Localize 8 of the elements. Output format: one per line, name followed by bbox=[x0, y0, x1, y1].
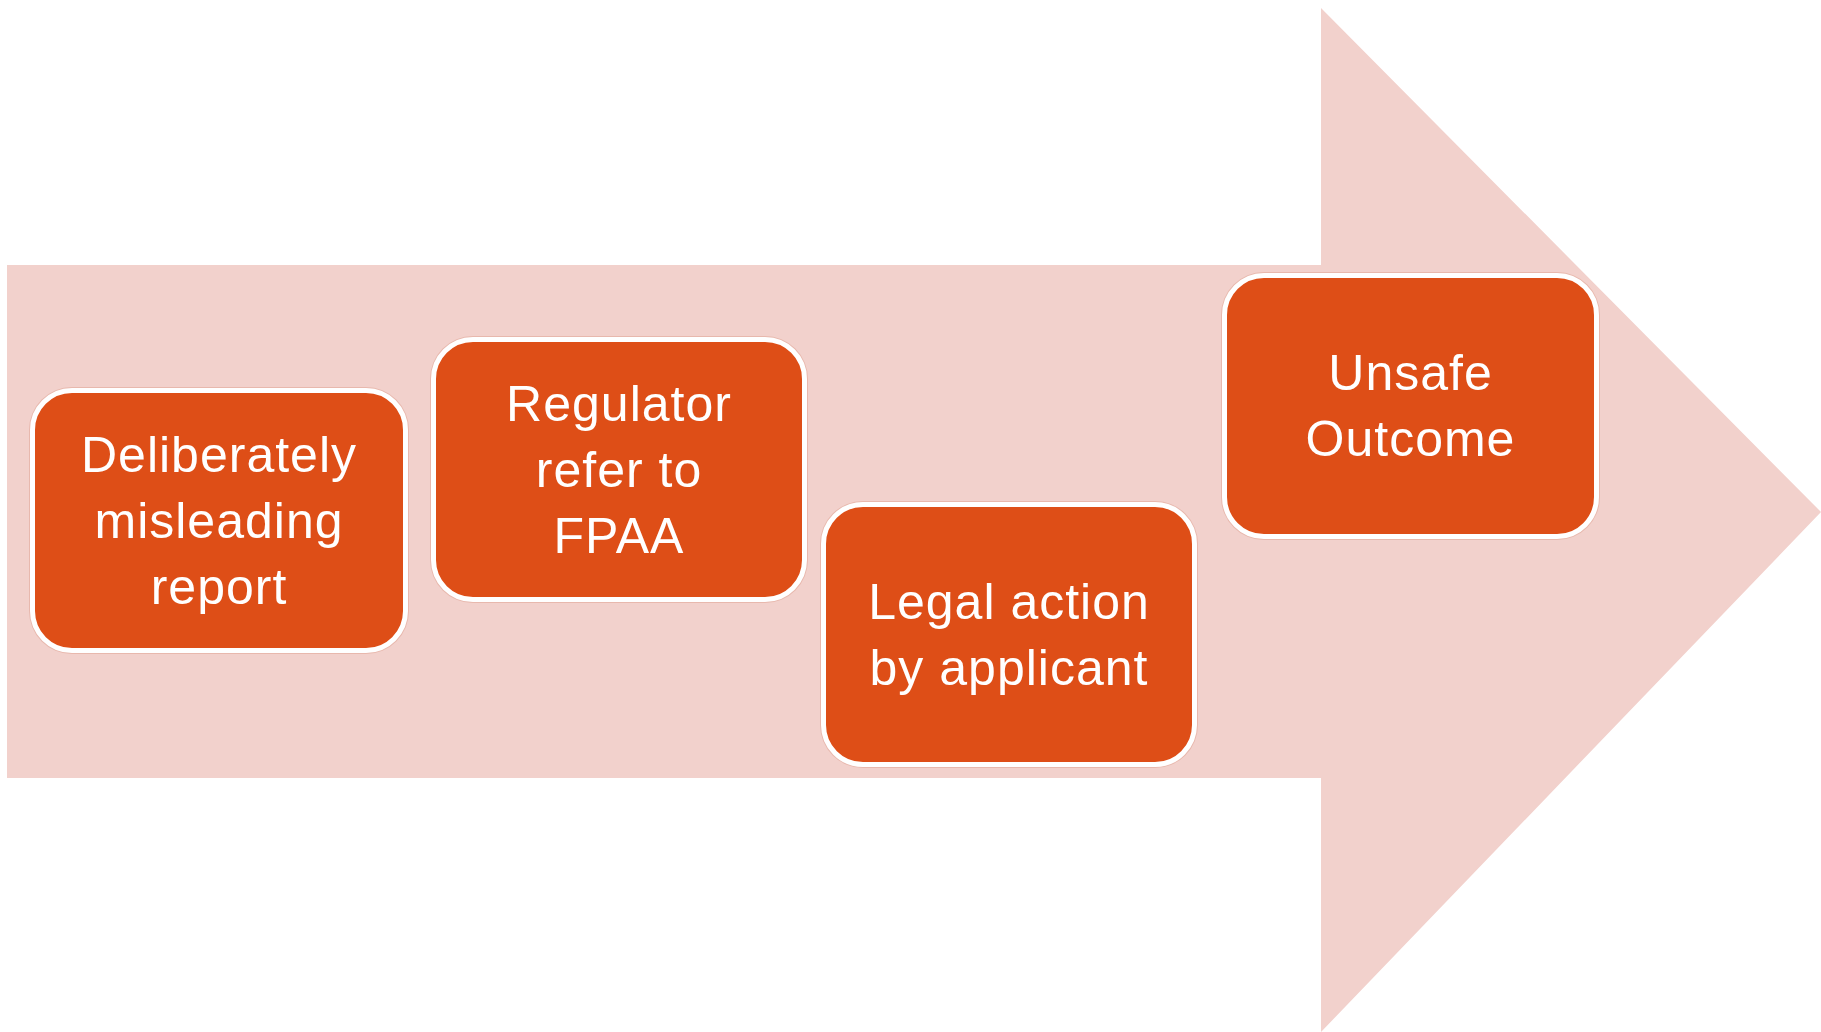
process-box bbox=[1222, 273, 1599, 539]
process-box bbox=[821, 502, 1197, 767]
step-label: Legal action by applicant bbox=[867, 572, 1151, 698]
step-label: Deliberately misleading report bbox=[80, 425, 358, 617]
process-box bbox=[431, 337, 807, 602]
process-box bbox=[30, 388, 408, 653]
step-label: Unsafe Outcome bbox=[1304, 344, 1517, 469]
step-label: Regulator refer to FPAA bbox=[505, 374, 733, 566]
